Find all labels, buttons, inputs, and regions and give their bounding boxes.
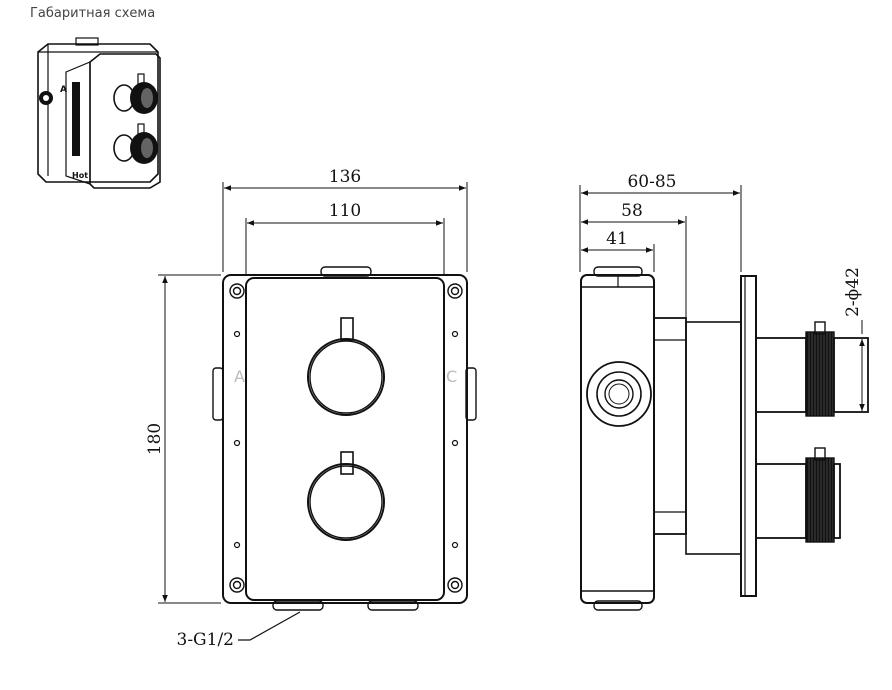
iso-label-a: A <box>60 85 67 95</box>
diagram-caption: Габаритная схема <box>30 6 156 21</box>
side-port <box>586 361 652 427</box>
front-view: A C <box>212 266 477 611</box>
iso-label-hot: Hot <box>72 171 88 180</box>
side-knob-top <box>755 321 869 417</box>
side-view <box>580 266 869 611</box>
dim-depth-58: 58 <box>621 201 643 221</box>
mounting-holes <box>233 330 459 549</box>
side-extension-ribbed <box>685 321 742 555</box>
side-dimensions: 60-85 58 41 2-ϕ42 <box>579 172 868 413</box>
isometric-thumbnail: A Hot <box>37 37 161 189</box>
side-bottom-inlet <box>593 600 643 611</box>
front-knob-bottom <box>307 451 385 541</box>
front-cover-plate <box>245 277 445 601</box>
dim-width-inner: 110 <box>329 201 361 221</box>
side-flange <box>740 275 757 597</box>
plate-letter-c: C <box>446 367 457 386</box>
front-dimensions: 136 110 180 3-G1/2 <box>145 167 468 650</box>
dim-depth-41: 41 <box>606 229 628 249</box>
dim-depth-range: 60-85 <box>627 172 676 192</box>
side-knob-bottom <box>755 447 841 543</box>
front-side-port-left <box>212 367 224 421</box>
dim-outlet-diameter: 2-ϕ42 <box>843 267 863 317</box>
iso-knob-top <box>113 73 158 114</box>
front-housing <box>222 274 468 604</box>
plate-letter-a: A <box>234 367 245 386</box>
front-knob-top <box>307 317 385 416</box>
corner-screws <box>229 283 463 593</box>
dim-height: 180 <box>145 423 165 455</box>
dim-connections: 3-G1/2 <box>177 630 235 650</box>
dim-width-outer: 136 <box>329 167 361 187</box>
side-box-body <box>580 274 655 604</box>
iso-knob-bottom <box>113 123 158 164</box>
